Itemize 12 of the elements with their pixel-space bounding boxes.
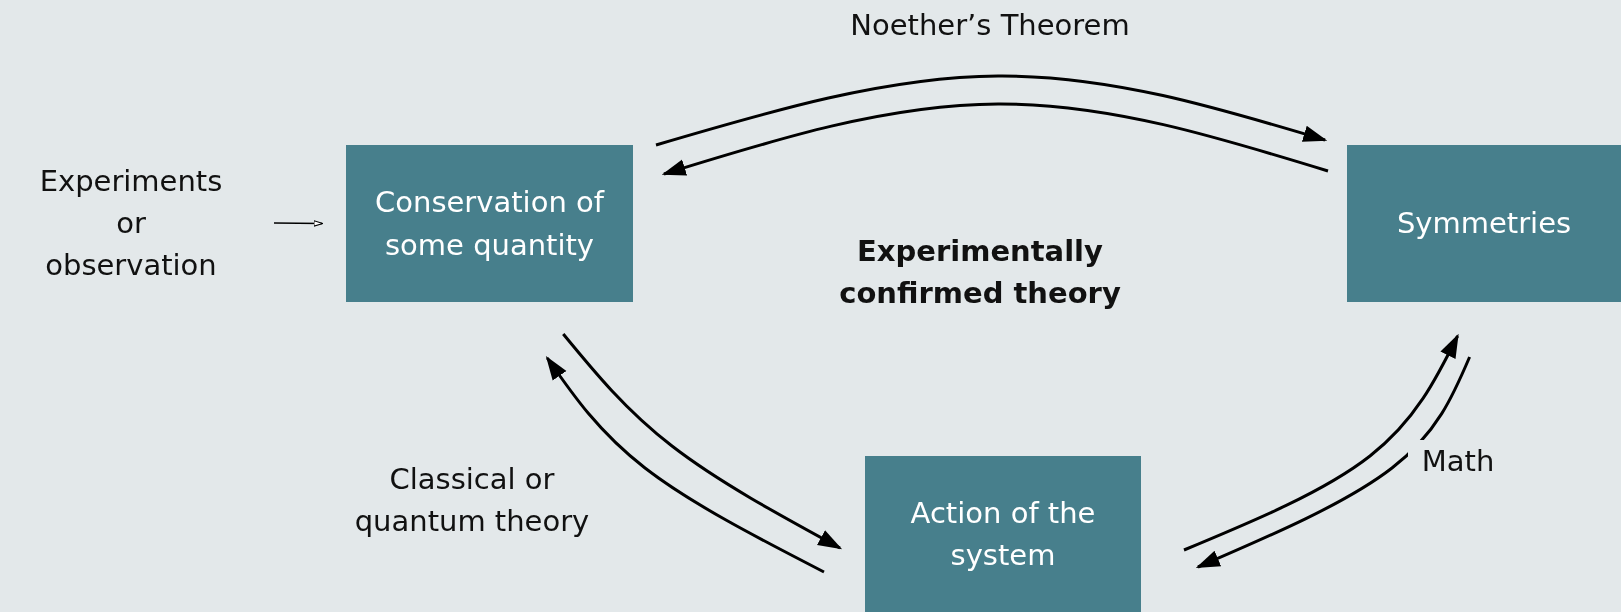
arrow — [661, 102, 1329, 176]
arrow — [1183, 333, 1459, 552]
arrow — [273, 220, 324, 227]
process-box: Action of the system — [865, 456, 1141, 612]
source-text: Experiments or observation — [6, 158, 256, 288]
process-box: Symmetries — [1347, 145, 1621, 302]
process-box: Conservation of some quantity — [346, 145, 633, 302]
arrow — [655, 74, 1328, 147]
arrow — [545, 356, 825, 574]
arrow — [562, 333, 843, 550]
arrow — [1195, 356, 1471, 569]
center-text: Experimentally confirmed theory — [838, 233, 1122, 313]
